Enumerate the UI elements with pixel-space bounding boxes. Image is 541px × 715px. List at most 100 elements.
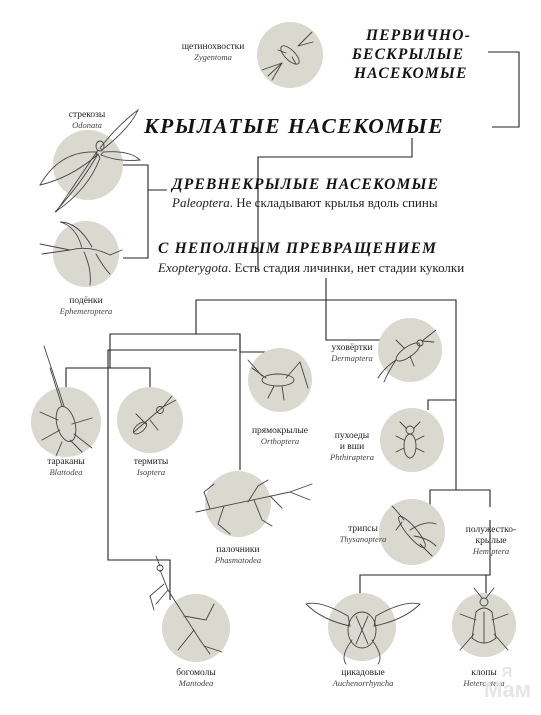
phthiraptera-ru-line1: пухоеды xyxy=(334,431,370,441)
mantis-icon xyxy=(149,555,223,655)
auchenorrhyncha-circle xyxy=(328,593,396,661)
blattodea-circle xyxy=(31,387,101,457)
thysanoptera-ru: трипсы xyxy=(348,524,378,534)
watermark-bottom: Мам xyxy=(483,677,531,703)
blattodea-ru: тараканы xyxy=(47,457,85,467)
connector-primary-wingless xyxy=(488,51,520,128)
label-blattodea: тараканы Blattodea xyxy=(30,457,102,478)
title-primary-wingless-line3: НАСЕКОМЫЕ xyxy=(354,65,468,82)
phasmatodea-la: Phasmatodea xyxy=(214,554,262,565)
thysanoptera-la: Thysanoptera xyxy=(339,533,387,544)
label-phthiraptera: пухоеды и вши Phthiraptera xyxy=(322,431,382,463)
label-phasmatodea: палочники Phasmatodea xyxy=(196,545,280,566)
ephemeroptera-circle xyxy=(53,221,119,287)
mantodea-ru: богомолы xyxy=(176,668,216,678)
isoptera-la: Isoptera xyxy=(136,466,166,477)
connector-thys-hemi xyxy=(429,400,457,505)
odonata-la: Odonata xyxy=(72,119,102,130)
connector-iso xyxy=(110,367,151,390)
orthoptera-ru: прямокрылые xyxy=(251,426,309,436)
dermaptera-circle xyxy=(378,318,442,382)
tree-connectors xyxy=(65,51,520,600)
isoptera-ru: термиты xyxy=(133,457,169,467)
connector-mantodea xyxy=(107,349,171,600)
label-ephemeroptera: подёнки Ephemeroptera xyxy=(46,296,126,317)
label-mantodea: богомолы Mantodea xyxy=(160,668,232,689)
orthoptera-circle xyxy=(248,348,312,412)
connector-hetero xyxy=(485,574,490,596)
title-primary-wingless-line1: ПЕРВИЧНО- xyxy=(366,27,472,44)
dragonfly-icon xyxy=(39,108,141,213)
ephemeroptera-ru: подёнки xyxy=(69,296,103,306)
auchenorrhyncha-ru: цикадовые xyxy=(341,668,385,678)
heteroptera-la: Heteroptera xyxy=(463,677,505,688)
odonata-ru: стрекозы xyxy=(68,110,106,120)
phthiraptera-la: Phthiraptera xyxy=(330,451,374,462)
mayfly-icon xyxy=(39,221,123,286)
ephemeroptera-la: Ephemeroptera xyxy=(59,305,113,316)
title-paleoptera: ДРЕВНЕКРЫЛЫЕ НАСЕКОМЫЕ xyxy=(172,176,440,193)
label-auchenorrhyncha: цикадовые Auchenorrhyncha xyxy=(318,668,408,689)
exopterygota-text: . Есть стадия личинки, нет стадии куколк… xyxy=(228,260,465,275)
phthiraptera-circle xyxy=(380,408,444,472)
title-winged: КРЫЛАТЫЕ НАСЕКОМЫЕ xyxy=(144,114,445,138)
connector-blatt xyxy=(65,360,111,390)
zygentoma-circle xyxy=(257,22,323,88)
watermark-top: Я xyxy=(501,663,514,681)
label-hemiptera: полужестко- крылые Hemiptera xyxy=(452,525,530,557)
connector-exo-right xyxy=(326,299,457,400)
orthoptera-la: Orthoptera xyxy=(260,435,300,446)
mantodea-la: Mantodea xyxy=(178,677,214,688)
connector-winged-root xyxy=(257,138,413,180)
label-zygentoma: щетинохвостки Zygentoma xyxy=(168,42,258,63)
connector-phthir xyxy=(427,399,456,410)
mantodea-circle xyxy=(162,594,230,662)
paleoptera-description: Paleoptera. Не складывают крылья вдоль с… xyxy=(172,195,438,211)
title-primary-wingless-line2: БЕСКРЫЛЫЕ xyxy=(352,46,465,63)
label-dermaptera: уховёртки Dermaptera xyxy=(322,343,382,364)
insect-sketches xyxy=(39,31,509,665)
connector-hemi-split xyxy=(359,520,491,598)
paleoptera-latin: Paleoptera xyxy=(172,195,230,210)
phasmatodea-circle xyxy=(205,471,271,537)
label-odonata: стрекозы Odonata xyxy=(52,110,122,131)
connector-blatt-iso xyxy=(109,349,237,360)
cockroach-icon xyxy=(39,345,93,457)
connector-exo-root xyxy=(195,278,327,317)
hemiptera-la: Hemiptera xyxy=(472,545,510,556)
cicada-icon xyxy=(305,602,421,665)
phasmatodea-ru: палочники xyxy=(216,545,260,555)
termite-icon xyxy=(132,395,177,435)
connector-hemi xyxy=(456,489,491,507)
label-isoptera: термиты Isoptera xyxy=(118,457,184,478)
hemiptera-ru-line2: крылые xyxy=(475,535,507,546)
phthiraptera-ru-line2: и вши xyxy=(339,441,365,452)
louse-icon xyxy=(395,421,425,459)
zygentoma-ru: щетинохвостки xyxy=(181,42,245,52)
earwig-icon xyxy=(377,329,437,383)
auchenorrhyncha-la: Auchenorrhyncha xyxy=(332,677,394,688)
exopterygota-description: Exopterygota. Есть стадия личинки, нет с… xyxy=(158,260,464,276)
label-heteroptera: клопы Heteroptera xyxy=(448,668,520,689)
heteroptera-ru: клопы xyxy=(471,668,497,678)
silverfish-icon xyxy=(261,31,314,81)
connector-derma xyxy=(325,300,380,341)
thysanoptera-circle xyxy=(379,499,445,565)
connector-ortho-branch xyxy=(196,333,241,470)
title-primary-wingless: ПЕРВИЧНО- БЕСКРЫЛЫЕ НАСЕКОМЫЕ xyxy=(352,26,471,83)
blattodea-la: Blattodea xyxy=(49,466,83,477)
grasshopper-icon xyxy=(247,359,309,401)
hemiptera-ru-line1: полужестко- xyxy=(465,525,517,535)
dermaptera-ru: уховёртки xyxy=(331,343,373,353)
connector-ephemeroptera xyxy=(123,190,149,259)
watermark-logo: Я Мам xyxy=(483,663,531,703)
exopterygota-latin: Exopterygota xyxy=(158,260,229,275)
stick-insect-icon xyxy=(195,479,313,535)
dermaptera-la: Dermaptera xyxy=(331,352,373,363)
zygentoma-la: Zygentoma xyxy=(194,51,232,62)
thrips-icon xyxy=(391,505,437,557)
true-bug-icon xyxy=(459,587,509,651)
title-exopterygota: С НЕПОЛНЫМ ПРЕВРАЩЕНИЕМ xyxy=(158,240,438,257)
label-thysanoptera: трипсы Thysanoptera xyxy=(330,524,396,545)
